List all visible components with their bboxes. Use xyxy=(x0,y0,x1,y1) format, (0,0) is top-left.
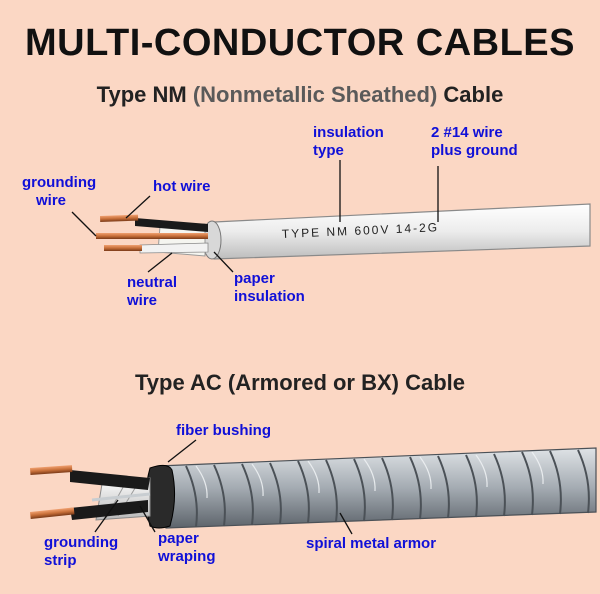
ac-conductor-lower-copper xyxy=(29,507,75,519)
nm-cable-heading: Type NM (Nonmetallic Sheathed) Cable xyxy=(0,82,600,108)
label-wire-spec-line2: plus ground xyxy=(431,142,518,159)
nm-cable: TYPE NM 600V 14-2G xyxy=(96,203,591,260)
nm-hot-wire-insulation xyxy=(135,218,208,232)
label-paper-wraping: paper wraping xyxy=(158,530,216,566)
label-grounding-strip-line1: grounding xyxy=(44,534,119,551)
nm-heading-prefix: Type NM xyxy=(96,82,193,107)
label-insulation-type: insulation type xyxy=(313,124,384,160)
ac-conductor-lower-insulation xyxy=(70,500,148,520)
label-hot-wire: hot wire xyxy=(153,178,211,196)
leader-grounding-strip xyxy=(94,499,119,533)
label-insulation-type-line1: insulation xyxy=(313,124,384,141)
label-insulation-type-line2: type xyxy=(313,142,344,159)
ac-conductor-upper-insulation xyxy=(70,470,150,490)
label-wire-spec: 2 #14 wire plus ground xyxy=(431,124,518,160)
leader-neutral-wire xyxy=(147,252,173,273)
label-neutral-wire-line1: neutral xyxy=(127,274,178,291)
label-grounding-wire: grounding wire xyxy=(22,174,96,210)
label-grounding-strip: grounding strip xyxy=(44,534,118,570)
label-spiral-metal-armor-line1: spiral metal armor xyxy=(306,535,437,552)
label-paper-insulation-line1: paper xyxy=(234,270,275,287)
nm-heading-paren: (Nonmetallic Sheathed) xyxy=(192,82,438,107)
label-fiber-bushing: fiber bushing xyxy=(176,422,271,440)
ac-cable-heading: Type AC (Armored or BX) Cable xyxy=(134,370,466,395)
leader-paper-wraping xyxy=(139,505,156,533)
nm-hot-wire-copper xyxy=(100,214,139,222)
nm-neutral-wire-insulation xyxy=(139,242,209,254)
leader-hot-wire xyxy=(125,195,151,219)
leader-spiral-armor xyxy=(339,512,353,535)
nm-neutral-wire-copper xyxy=(104,245,142,251)
nm-grounding-wire xyxy=(96,233,208,239)
label-neutral-wire-line2: wire xyxy=(127,292,158,309)
label-paper-insulation-line2: insulation xyxy=(234,288,305,305)
leader-grounding-wire xyxy=(71,211,97,237)
ac-cable xyxy=(29,447,597,529)
ac-armor-spiral xyxy=(185,449,590,528)
label-wire-spec-line1: 2 #14 wire xyxy=(431,124,503,141)
nm-leader-lines xyxy=(71,160,439,273)
page-title: MULTI-CONDUCTOR CABLES xyxy=(25,22,575,64)
leader-paper-insulation xyxy=(213,251,234,273)
ac-grounding-strip xyxy=(91,492,151,502)
label-paper-wraping-line1: paper xyxy=(158,530,199,547)
label-paper-insulation: paper insulation xyxy=(234,270,305,306)
label-neutral-wire: neutral wire xyxy=(127,274,177,310)
nm-heading-suffix: Cable xyxy=(437,82,504,107)
label-fiber-bushing-line1: fiber bushing xyxy=(176,422,271,439)
label-paper-wraping-line2: wraping xyxy=(158,548,216,565)
label-grounding-wire-line1: grounding xyxy=(22,174,97,191)
label-spiral-metal-armor: spiral metal armor xyxy=(306,535,436,553)
ac-leader-lines xyxy=(94,439,353,535)
nm-cable-print: TYPE NM 600V 14-2G xyxy=(282,220,440,241)
label-hot-wire-line1: hot wire xyxy=(153,178,211,195)
label-grounding-strip-line2: strip xyxy=(44,552,77,569)
ac-armor-highlight xyxy=(195,451,544,499)
ac-conductor-upper-copper xyxy=(29,465,73,475)
label-grounding-wire-line2: wire xyxy=(36,192,67,209)
leader-fiber-bushing xyxy=(167,439,197,463)
